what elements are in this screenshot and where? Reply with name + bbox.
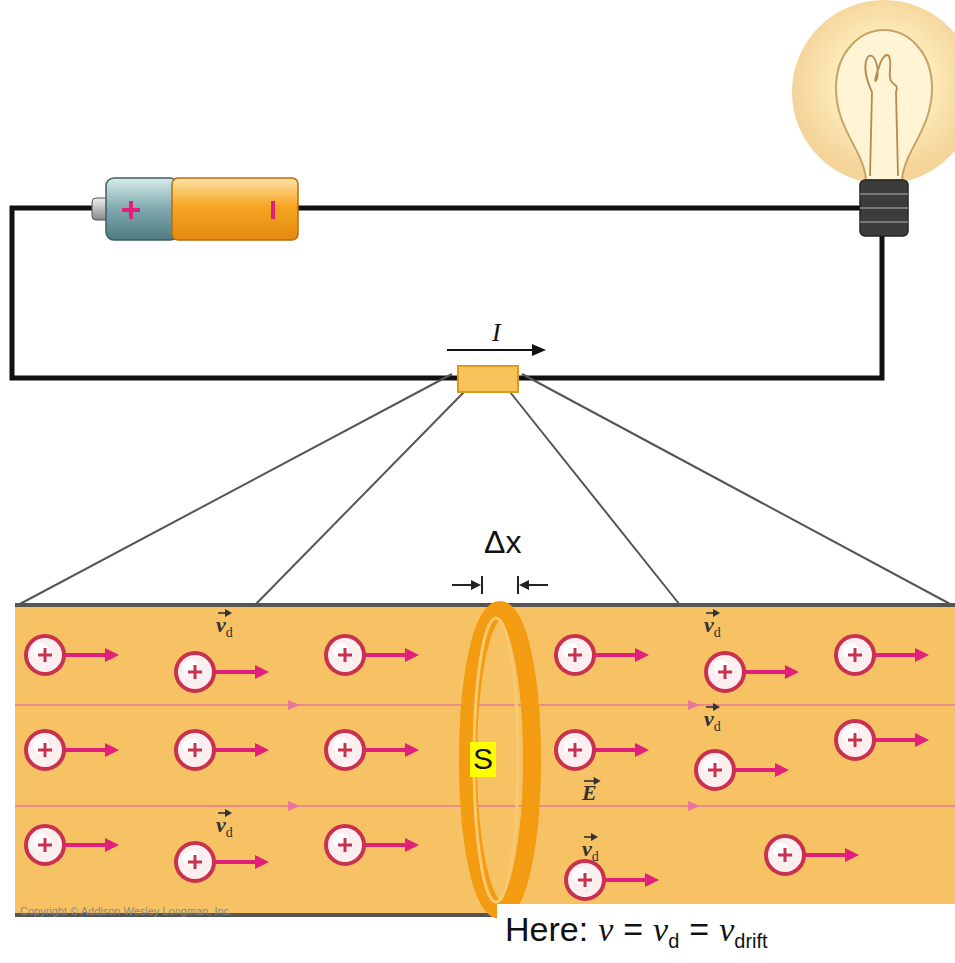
note-line: Here:v=vd=vdrift [497, 904, 955, 963]
drift-velocity-label: vd [702, 612, 723, 641]
wire-segment [458, 366, 518, 392]
charges [26, 636, 929, 899]
positive-charge [176, 843, 269, 881]
vector-symbol: v [704, 706, 714, 731]
field-line [15, 700, 955, 811]
vector-symbol: v [216, 612, 226, 637]
symbol: v [719, 910, 734, 949]
subscript: d [592, 849, 599, 865]
positive-charge [176, 731, 269, 769]
drift-velocity-label: vd [702, 706, 723, 735]
zoom-line [18, 374, 952, 605]
subscript: drift [734, 930, 767, 953]
plus-terminal-symbol [122, 201, 140, 219]
positive-charge [26, 826, 119, 864]
vector-symbol: v [582, 836, 592, 861]
minus-terminal-symbol [271, 201, 275, 219]
field-label: E [580, 780, 599, 805]
subscript: d [226, 625, 233, 641]
current-label: I [492, 318, 501, 348]
positive-charge [326, 731, 419, 769]
positive-charge [556, 731, 649, 769]
note-text: = [689, 910, 709, 949]
conductor-edge [15, 605, 955, 915]
vector-symbol: v [216, 812, 226, 837]
drift-velocity-label: vd [580, 836, 601, 865]
drift-velocity-label: vd [214, 812, 235, 841]
light-bulb [792, 0, 955, 236]
conductor [15, 605, 955, 915]
symbol: v [598, 910, 613, 949]
positive-charge [836, 636, 929, 674]
positive-charge [26, 636, 119, 674]
subscript: d [714, 625, 721, 641]
copyright-note: Copyright © Addison Wesley Longman, Inc. [20, 905, 232, 918]
positive-charge [766, 836, 859, 874]
vector-symbol: v [704, 612, 714, 637]
vector-symbol: E [582, 780, 597, 805]
surface-label: S [470, 742, 496, 777]
subscript: d [714, 719, 721, 735]
positive-charge [556, 636, 649, 674]
positive-charge [696, 751, 789, 789]
delta-x-marker [452, 576, 548, 594]
drift-velocity-label: vd [214, 612, 235, 641]
positive-charge [176, 653, 269, 691]
subscript: d [226, 825, 233, 841]
positive-charge [566, 861, 659, 899]
positive-charge [26, 731, 119, 769]
positive-charge [836, 721, 929, 759]
positive-charge [326, 826, 419, 864]
dimension-label: Δx [484, 524, 521, 561]
subscript: d [668, 930, 679, 953]
positive-charge [326, 636, 419, 674]
battery [92, 178, 298, 240]
cross-section-ring [468, 610, 532, 910]
symbol: v [653, 910, 668, 949]
note-text: Here: [505, 910, 588, 949]
note-text: = [623, 910, 643, 949]
positive-charge [706, 653, 799, 691]
